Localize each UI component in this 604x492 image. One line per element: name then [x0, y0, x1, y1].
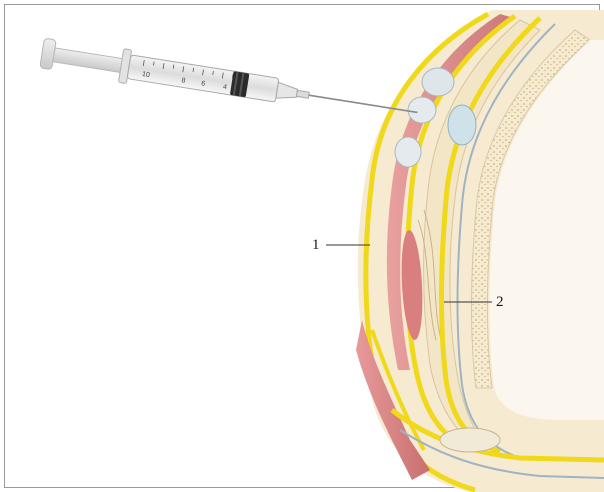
lymph-node [422, 68, 454, 96]
lymph-node [395, 137, 421, 167]
callout-label-1: 1 [312, 238, 320, 253]
syringe: 10 8 6 4 [39, 36, 420, 129]
syringe-scale-mark: 10 [141, 71, 150, 79]
syringe-barrel [127, 55, 279, 102]
lymph-node [408, 97, 436, 123]
callout-label-2: 2 [496, 295, 504, 310]
lymph-node [448, 105, 476, 145]
plunger-rod [53, 48, 124, 73]
